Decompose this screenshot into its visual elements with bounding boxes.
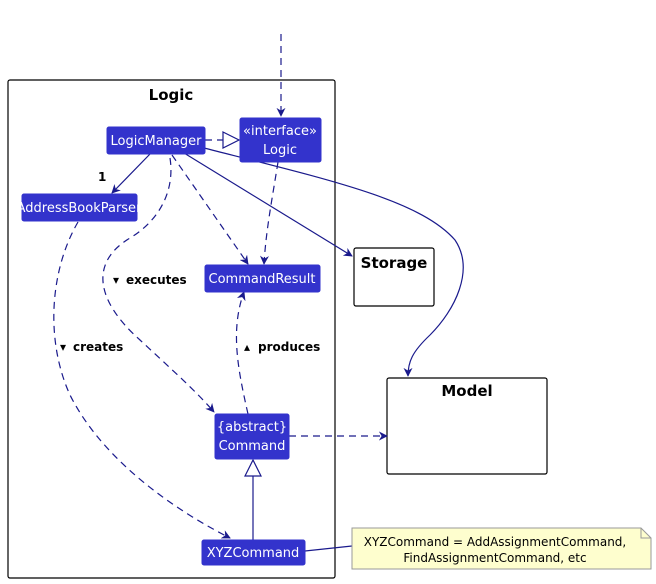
executes-label: executes — [126, 273, 187, 287]
class-command-result[interactable]: CommandResult — [204, 264, 321, 293]
creates-arrow-glyph: ▾ — [60, 340, 66, 354]
logic-interface-name: Logic — [263, 143, 297, 158]
class-command[interactable]: {abstract} Command — [214, 413, 290, 460]
note: XYZCommand = AddAssignmentCommand, FindA… — [351, 527, 652, 570]
multiplicity-label: 1 — [98, 170, 106, 184]
note-connector — [304, 545, 353, 552]
logic-interface-stereotype: «interface» — [243, 124, 317, 139]
executes-arrow-glyph: ▾ — [113, 273, 119, 287]
manager-model-edge — [203, 147, 464, 377]
class-logic-interface[interactable]: «interface» Logic — [239, 117, 322, 163]
command-name: Command — [219, 439, 286, 454]
model-package-title: Model — [441, 382, 492, 400]
class-xyz-command[interactable]: XYZCommand — [201, 539, 306, 566]
realization-arrowhead — [222, 131, 241, 149]
manager-storage-edge — [183, 152, 353, 257]
storage-package: Storage — [353, 247, 435, 307]
edges: 1 ▾ executes ▾ creates ▴ produces — [53, 34, 464, 552]
command-result-label: CommandResult — [209, 272, 316, 287]
note-line-1: XYZCommand = AddAssignmentCommand, — [364, 535, 627, 549]
produces-label: produces — [258, 340, 320, 354]
creates-edge — [53, 221, 231, 539]
logic-manager-label: LogicManager — [111, 134, 203, 149]
note-line-2: FindAssignmentCommand, etc — [403, 551, 586, 565]
logic-package-title: Logic — [149, 86, 194, 104]
manager-parser-edge — [111, 153, 151, 194]
creates-label: creates — [73, 340, 123, 354]
class-logic-manager[interactable]: LogicManager — [106, 126, 206, 155]
executes-edge — [102, 157, 215, 413]
storage-package-title: Storage — [361, 254, 428, 272]
class-address-book-parser[interactable]: AddressBookParser — [17, 193, 142, 222]
produces-arrow-glyph: ▴ — [244, 340, 250, 354]
manager-result-edge — [171, 154, 249, 265]
command-stereotype: {abstract} — [217, 420, 287, 435]
xyz-command-label: XYZCommand — [207, 546, 300, 561]
address-book-parser-label: AddressBookParser — [17, 201, 142, 216]
interface-result-edge — [259, 161, 279, 265]
inheritance-arrowhead — [244, 458, 262, 477]
produces-edge — [235, 291, 249, 415]
model-package: Model — [386, 377, 548, 475]
